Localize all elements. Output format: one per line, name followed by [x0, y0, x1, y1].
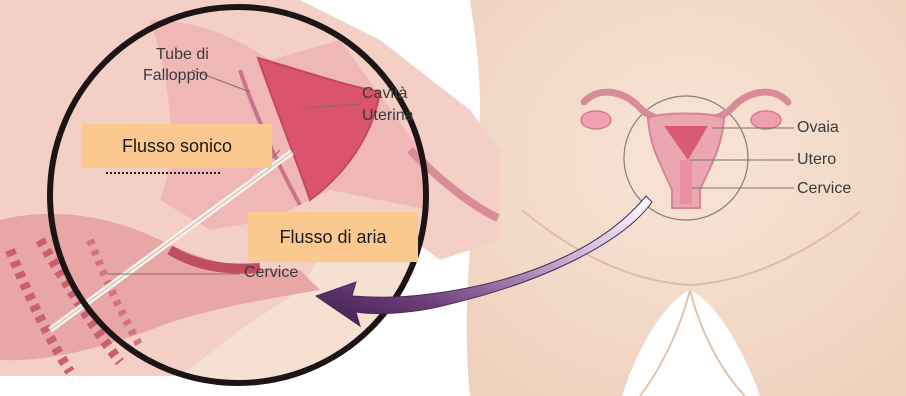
label-utero: Utero [797, 151, 836, 169]
callout-flusso-aria: Flusso di aria [248, 212, 418, 262]
label-cervice-right: Cervice [797, 180, 851, 198]
label-cervice-left: Cervice [244, 264, 298, 282]
label-cavita: Cavità [362, 85, 407, 103]
callout-flusso-sonico: Flusso sonico [82, 124, 272, 168]
label-ovaia: Ovaia [797, 119, 839, 137]
magnified-view [0, 0, 500, 396]
label-falloppio: Falloppio [143, 67, 208, 85]
label-uterina: Uterina [362, 107, 414, 125]
label-tube-di: Tube di [156, 46, 209, 64]
